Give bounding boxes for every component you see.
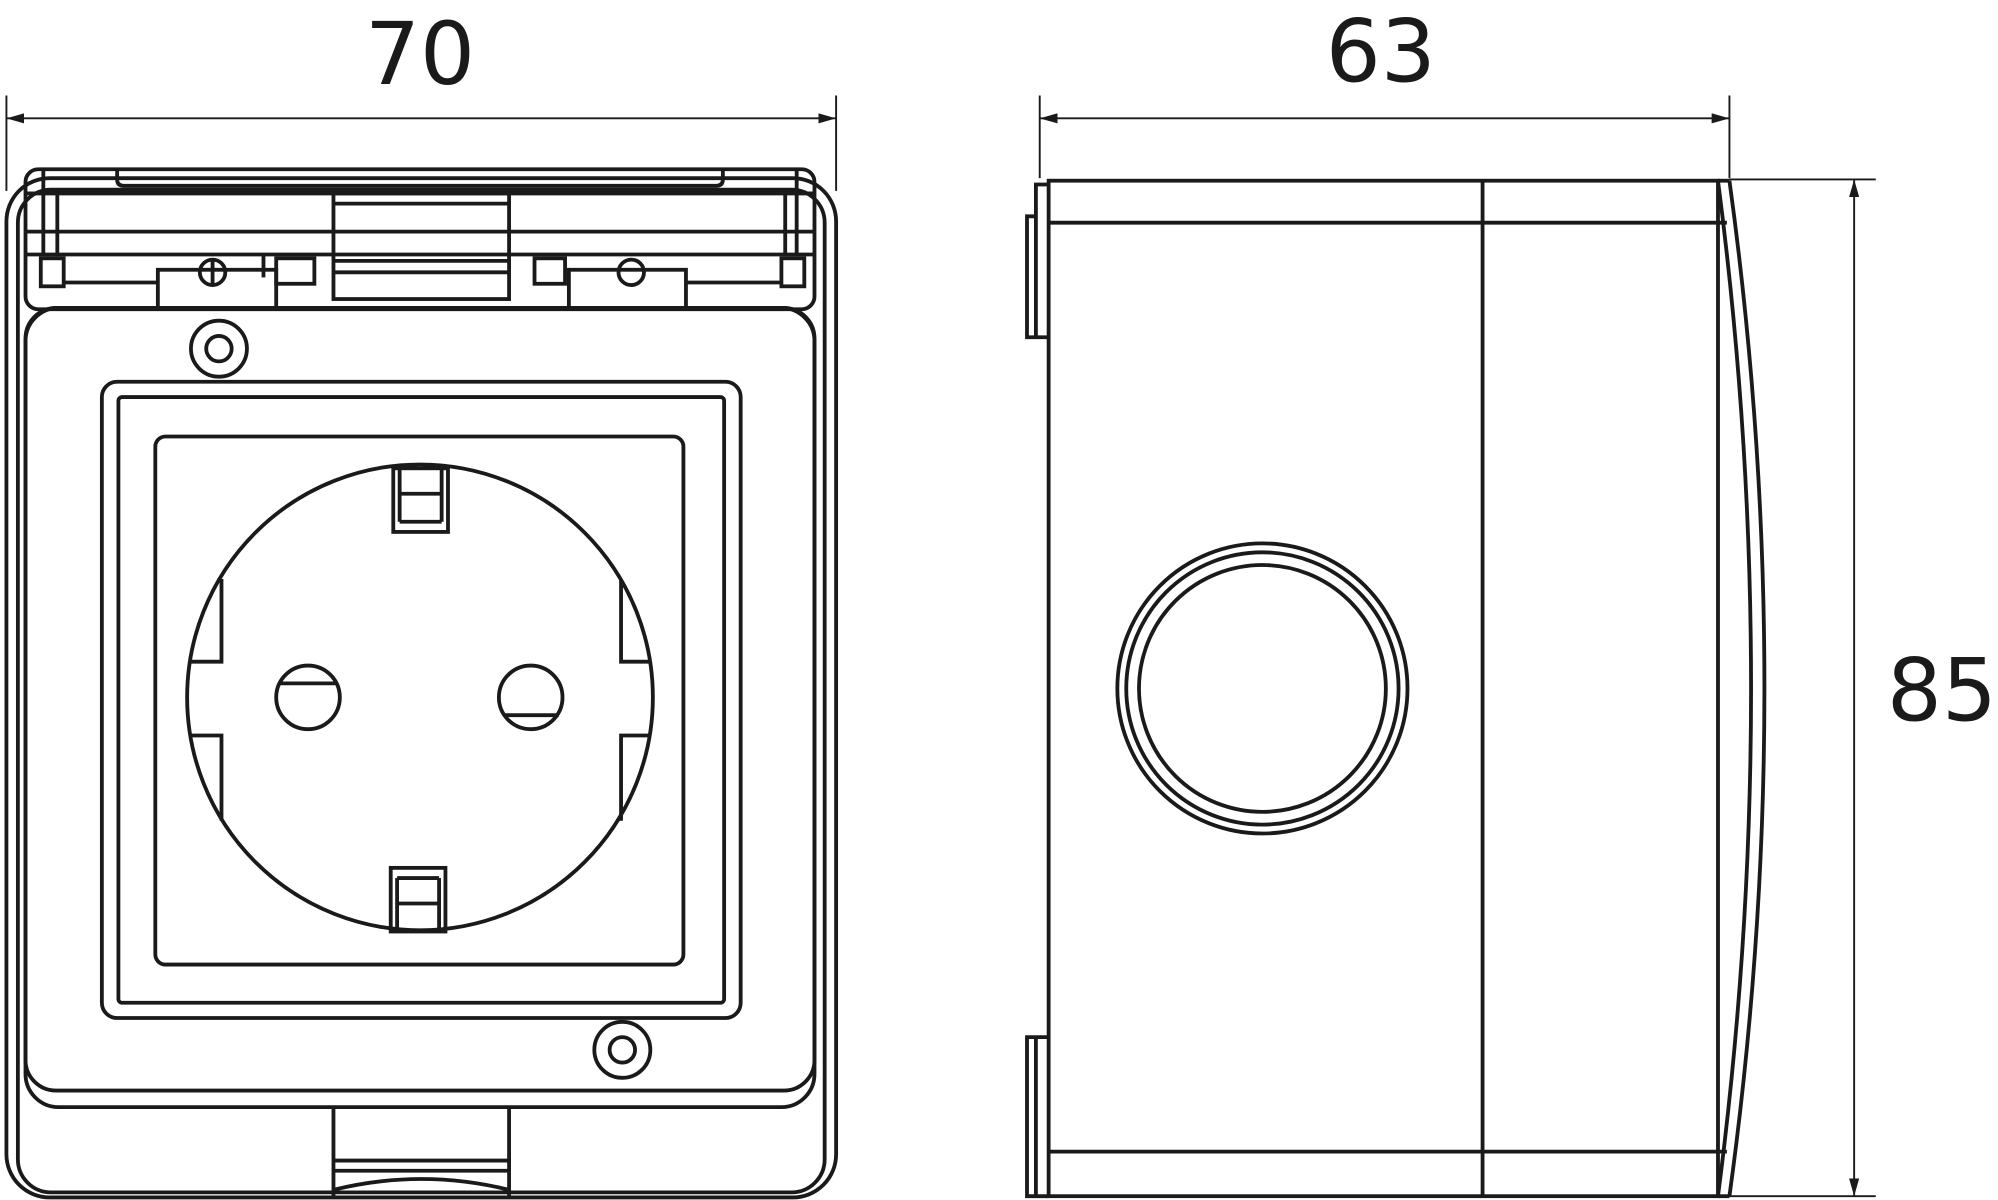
- socket-face: [185, 462, 655, 934]
- frame-inner: [116, 395, 727, 1005]
- cable-entry: [1115, 541, 1410, 836]
- cover: [23, 306, 817, 1093]
- top-hinge: [331, 191, 511, 301]
- pin-hole-left: [274, 663, 342, 732]
- front-view: 70: [4, 5, 839, 1200]
- height-label: 85: [1887, 641, 1997, 741]
- outer-body: [4, 176, 839, 1200]
- frame-outer: [99, 379, 743, 1020]
- mount-tab-top: [1025, 182, 1049, 340]
- width-label: 70: [365, 5, 475, 105]
- height-dimension: 85: [1729, 178, 1997, 1198]
- side-body: [1046, 178, 1720, 1199]
- screw-icon: [189, 318, 249, 379]
- depth-label: 63: [1326, 2, 1436, 102]
- front-cover-edge: [1716, 180, 1753, 1197]
- mount-tab-bottom: [1025, 1035, 1049, 1199]
- cover-back: [23, 306, 817, 1110]
- inner-body: [15, 187, 827, 1195]
- socket-plate: [153, 434, 686, 967]
- width-dimension: 70: [5, 5, 838, 191]
- top-lid: [23, 167, 817, 312]
- side-view: 63 85: [1025, 2, 1997, 1199]
- pin-hole-right: [496, 663, 565, 732]
- bottom-hinge: [331, 1107, 511, 1197]
- depth-dimension: 63: [1038, 2, 1731, 179]
- screw-icon: [592, 1019, 653, 1080]
